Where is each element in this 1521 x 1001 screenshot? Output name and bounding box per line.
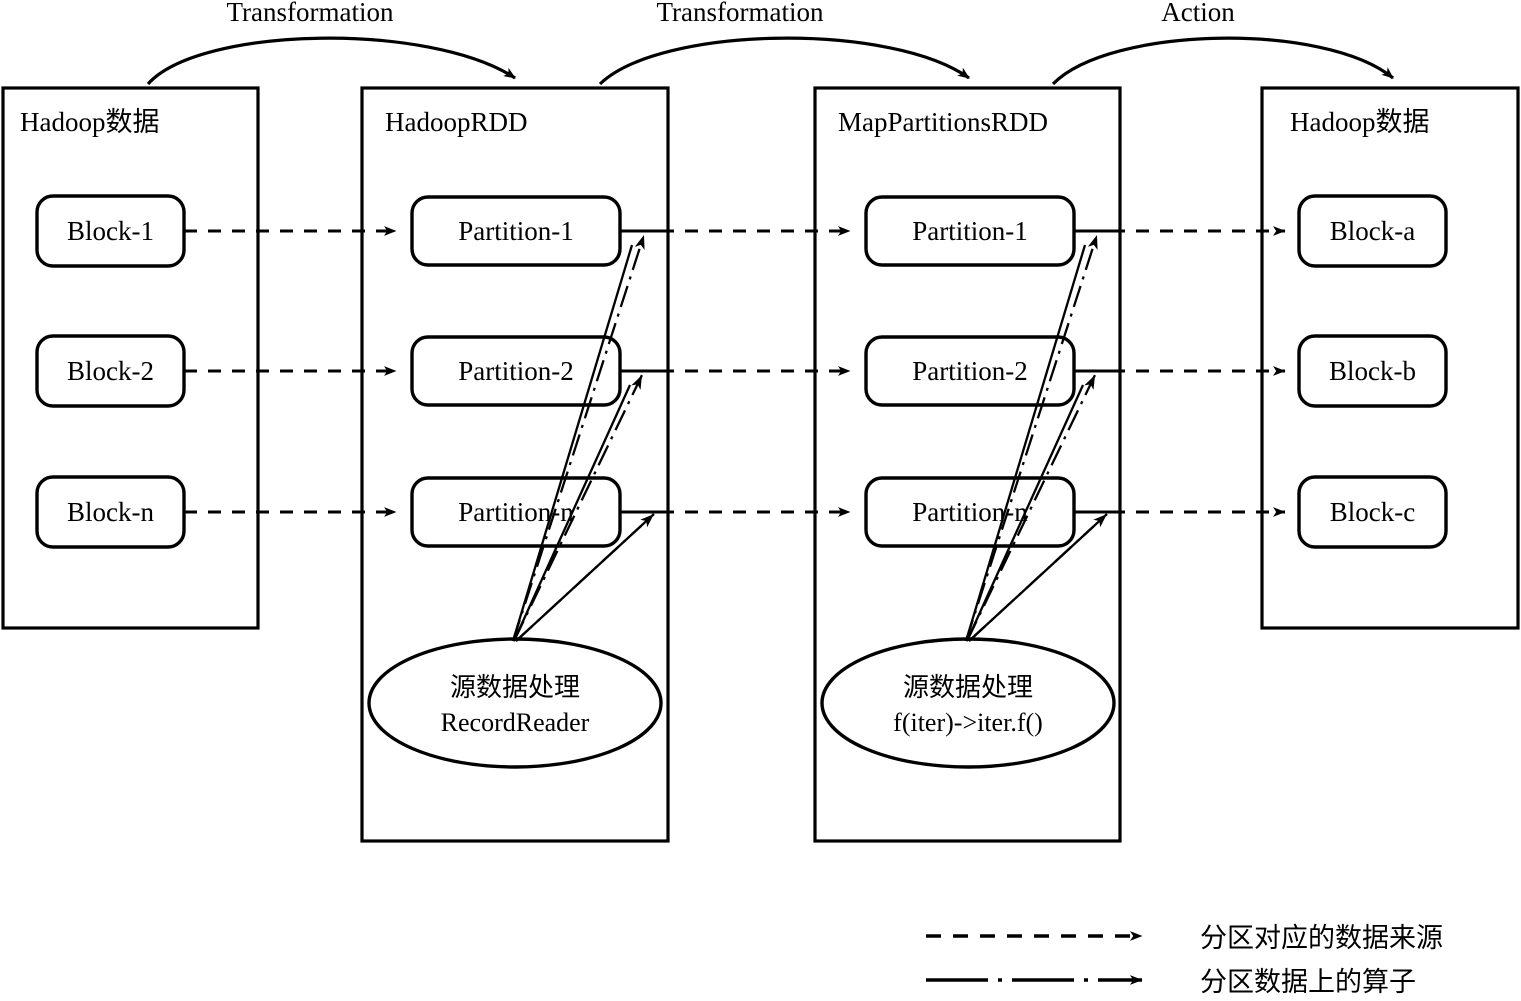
ellipse-map-function-line2: f(iter)->iter.f()	[893, 708, 1043, 737]
ellipse-recordreader[interactable]: 源数据处理 RecordReader	[367, 637, 663, 769]
panel-hadooprdd-title: HadoopRDD	[385, 107, 528, 137]
node-block-a-label: Block-a	[1330, 216, 1415, 246]
node-partition-1-hadooprdd[interactable]: Partition-1	[410, 195, 622, 267]
operator-arrow-recordreader-partition-1	[511, 234, 646, 642]
ellipse-recordreader-shape	[367, 637, 663, 769]
node-block-b[interactable]: Block-b	[1297, 334, 1448, 408]
panel-mappartitionsrdd-border	[813, 86, 1122, 843]
node-block-n-label: Block-n	[67, 497, 154, 527]
legend-item-data-source: 分区对应的数据来源	[926, 923, 1443, 953]
ellipse-recordreader-line2: RecordReader	[441, 708, 590, 737]
legend-item-operator: 分区数据上的算子	[926, 967, 1416, 997]
legend: 分区对应的数据来源 分区数据上的算子	[926, 923, 1443, 997]
arc-group-transformation-2	[598, 36, 970, 86]
node-block-c[interactable]: Block-c	[1297, 475, 1448, 549]
operator-arrow-map-partition-1	[964, 234, 1099, 642]
panel-hadoop-sink-title: Hadoop数据	[1290, 107, 1429, 137]
node-partition-1-mappartitionsrdd-label: Partition-1	[912, 216, 1028, 246]
arc-label-transformation-2: Transformation	[657, 0, 824, 27]
arc-label-action: Action	[1161, 0, 1235, 27]
operator-line-recordreader-partition-nb	[515, 525, 642, 642]
node-block-1-label: Block-1	[67, 216, 154, 246]
panel-mappartitionsrdd[interactable]: MapPartitionsRDD Partition-1 Partition-2…	[813, 86, 1122, 843]
ellipse-map-function[interactable]: 源数据处理 f(iter)->iter.f()	[820, 637, 1116, 769]
panel-hadoop-sink-border	[1260, 86, 1520, 630]
node-partition-1-mappartitionsrdd[interactable]: Partition-1	[864, 195, 1076, 267]
operator-line-map-partition-2b	[965, 384, 1085, 642]
node-block-c-shape	[1297, 475, 1448, 549]
node-block-2-label: Block-2	[67, 356, 154, 386]
operator-arrows-recordreader	[511, 234, 655, 642]
node-block-a[interactable]: Block-a	[1297, 194, 1448, 268]
node-partition-n-mappartitionsrdd[interactable]: Partition-n	[864, 476, 1076, 548]
arc-label-transformation-1: Transformation	[227, 0, 394, 27]
arc-path-transformation-2	[598, 36, 970, 86]
arc-path-action	[1051, 36, 1395, 86]
panel-hadoop-source-border	[1, 86, 260, 630]
panel-hadoop-source-title: Hadoop数据	[20, 107, 159, 137]
node-partition-2-mappartitionsrdd-label: Partition-2	[912, 356, 1028, 386]
arc-group-transformation-1	[146, 36, 516, 86]
operator-arrows-map-function	[964, 234, 1108, 642]
panel-hadooprdd-border	[360, 86, 670, 843]
legend-label-data-source: 分区对应的数据来源	[1200, 923, 1443, 953]
node-partition-2-mappartitionsrdd[interactable]: Partition-2	[864, 335, 1076, 407]
node-block-n[interactable]: Block-n	[35, 475, 186, 549]
ellipse-recordreader-line1: 源数据处理	[450, 673, 580, 702]
node-block-b-shape	[1297, 334, 1448, 408]
ellipse-map-function-line1: 源数据处理	[903, 673, 1033, 702]
operator-line-map-partition-1b	[964, 244, 1087, 642]
legend-label-operator: 分区数据上的算子	[1200, 967, 1416, 997]
panel-hadoop-sink[interactable]: Hadoop数据 Block-a Block-b Block-c	[1260, 86, 1520, 630]
ellipse-map-function-shape	[820, 637, 1116, 769]
operator-line-map-partition-nb	[968, 525, 1095, 642]
operator-line-recordreader-partition-2b	[512, 384, 632, 642]
arc-group-action	[1051, 36, 1395, 86]
node-block-b-label: Block-b	[1329, 356, 1416, 386]
node-partition-2-hadooprdd-label: Partition-2	[458, 356, 574, 386]
panel-mappartitionsrdd-title: MapPartitionsRDD	[838, 107, 1048, 137]
node-block-c-label: Block-c	[1330, 497, 1415, 527]
node-partition-2-hadooprdd[interactable]: Partition-2	[410, 335, 622, 407]
node-block-2[interactable]: Block-2	[35, 334, 186, 408]
node-block-a-shape	[1297, 194, 1448, 268]
node-partition-1-hadooprdd-label: Partition-1	[458, 216, 574, 246]
arc-path-transformation-1	[146, 36, 516, 86]
operator-line-recordreader-partition-1b	[511, 244, 634, 642]
node-block-1[interactable]: Block-1	[35, 194, 186, 268]
panel-hadoop-source[interactable]: Hadoop数据 Block-1 Block-2 Block-n	[1, 86, 260, 630]
panel-hadooprdd[interactable]: HadoopRDD Partition-1 Partition-2 Partit…	[360, 86, 670, 843]
